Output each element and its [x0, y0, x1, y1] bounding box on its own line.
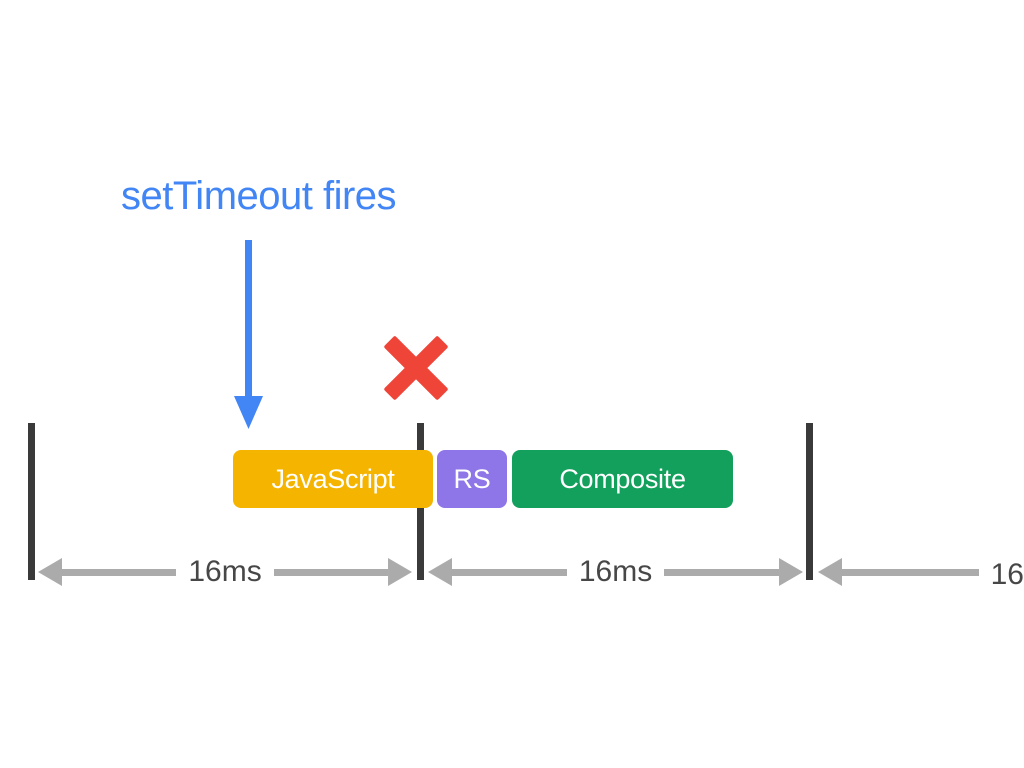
task-composite-label: Composite [559, 463, 686, 494]
arrow-right-icon [779, 558, 804, 586]
measure-label-1: 16ms [188, 555, 262, 588]
measure-interval-2: 16ms [428, 555, 804, 588]
measure-label-3: 16 [990, 558, 1024, 591]
measure-interval-1: 16ms [38, 555, 413, 588]
task-rs: RS [437, 450, 507, 508]
measure-line [62, 568, 177, 576]
task-composite: Composite [512, 450, 733, 508]
measure-line [664, 568, 780, 576]
settimeout-arrow-line [245, 240, 252, 398]
arrow-right-icon [388, 558, 413, 586]
measure-line [452, 568, 567, 576]
settimeout-fires-label: setTimeout fires [121, 174, 397, 218]
frame-boundary-bar-3 [806, 423, 813, 580]
x-mark-icon [383, 335, 449, 401]
task-rs-label: RS [453, 463, 491, 494]
task-javascript: JavaScript [233, 450, 433, 508]
frame-boundary-bar-1 [28, 423, 35, 580]
measure-line [842, 568, 979, 576]
measure-interval-3: 16 [818, 558, 1024, 591]
arrow-down-icon [234, 396, 263, 429]
arrow-left-icon [428, 558, 452, 586]
measure-label-2: 16ms [578, 555, 653, 588]
task-javascript-label: JavaScript [271, 463, 395, 494]
arrow-left-icon [38, 558, 62, 586]
arrow-left-icon [818, 558, 842, 586]
measure-line [273, 568, 389, 576]
